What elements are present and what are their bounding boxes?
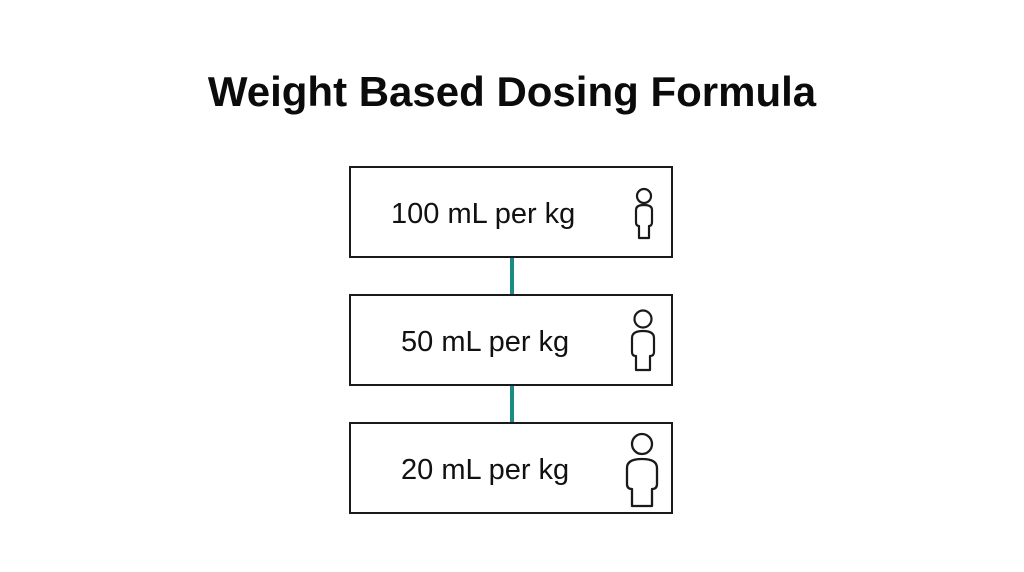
person-small-icon — [634, 187, 654, 240]
dose-label: 20 mL per kg — [401, 454, 570, 486]
connector-line — [510, 386, 514, 422]
dose-box-20: 20 mL per kg — [349, 422, 673, 514]
dose-box-50: 50 mL per kg — [349, 294, 673, 386]
person-medium-icon — [630, 309, 656, 372]
dose-label: 50 mL per kg — [401, 326, 570, 358]
dose-label: 100 mL per kg — [391, 198, 576, 230]
person-large-icon — [625, 432, 659, 508]
diagram-title: Weight Based Dosing Formula — [207, 68, 817, 115]
connector-line — [510, 258, 514, 294]
dose-box-100: 100 mL per kg — [349, 166, 673, 258]
